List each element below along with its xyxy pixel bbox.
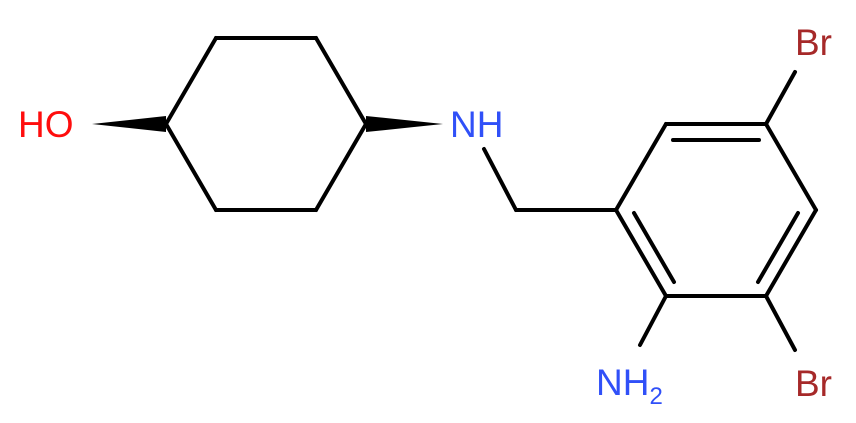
amino-label-main: NH [596, 362, 649, 403]
hydroxyl-label: HO [18, 104, 74, 145]
bond-ring-c4-c5 [314, 122, 368, 212]
bond-ar-c4-c5-inner [756, 211, 800, 284]
bond-c-br-bottom [764, 294, 797, 352]
bond-ring-c6-c1 [164, 122, 218, 212]
amino-label: NH2 [596, 362, 663, 410]
bond-n-ch2 [482, 147, 518, 212]
bond-ring-c1-c2 [164, 36, 218, 126]
cyclohexane-ring [164, 36, 368, 212]
bond-ar-c6-c1-inner [632, 211, 676, 284]
bond-ar-c4-c5 [764, 208, 818, 298]
wedge-bond-oh [92, 116, 166, 132]
amino-label-subscript: 2 [649, 383, 662, 410]
bond-ar-c3-c4 [764, 122, 818, 212]
bond-ar-c1-c2 [614, 122, 668, 212]
bromine-bottom-label: Br [795, 363, 832, 404]
bond-c-br-top [764, 70, 797, 126]
bond-ar-c6-c1 [614, 208, 668, 298]
wedge-bond-nh [366, 116, 443, 132]
bromine-top-label: Br [795, 22, 832, 63]
amine-label: NH [450, 104, 503, 145]
bond-ring-c3-c4 [314, 36, 368, 126]
bond-c-nh2 [638, 294, 668, 347]
benzene-ring [614, 122, 818, 298]
